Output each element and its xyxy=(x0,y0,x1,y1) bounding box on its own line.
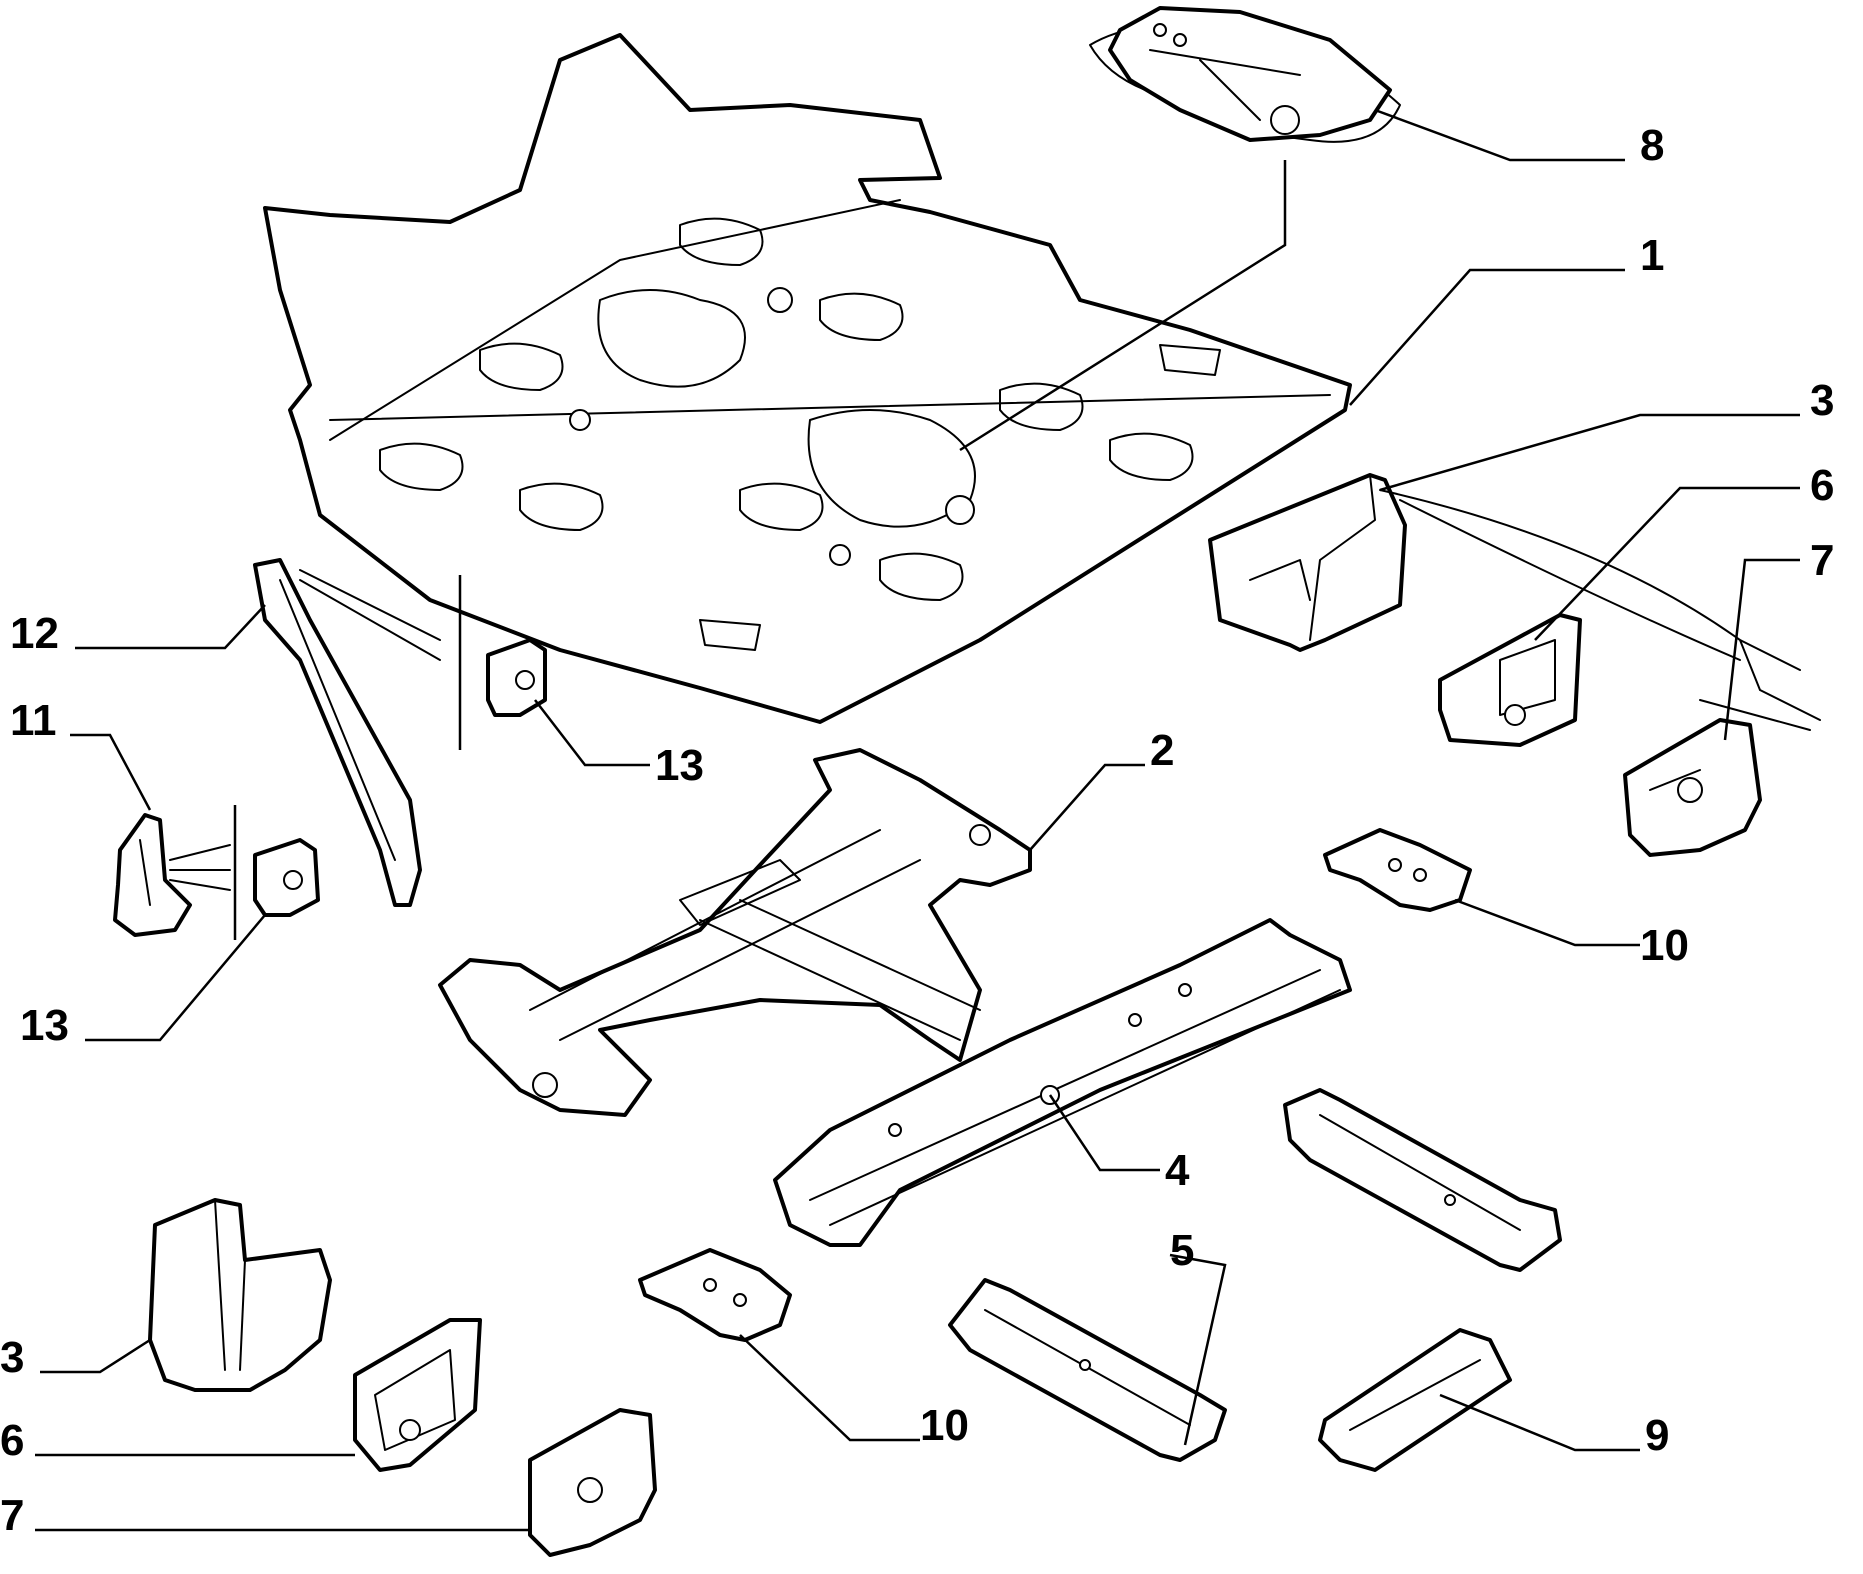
leader-10-right xyxy=(1454,898,1640,947)
callout-3-left: 3 xyxy=(0,1333,24,1382)
callout-3-right: 3 xyxy=(1810,376,1834,425)
part-5-crossbar-upper xyxy=(1283,1088,1562,1272)
part-2-crossmember-assembly xyxy=(438,748,1032,1117)
callout-8: 8 xyxy=(1640,121,1664,170)
part-10-bracket-right xyxy=(1323,828,1472,912)
leader-1 xyxy=(1349,268,1625,406)
callout-labels: 1 8 3 6 7 12 11 13 2 13 10 4 5 3 10 9 6 … xyxy=(0,121,1834,1540)
leader-7-right xyxy=(1723,558,1800,741)
part-9-bracket xyxy=(1318,1328,1512,1472)
callout-12: 12 xyxy=(10,609,59,658)
callout-7-right: 7 xyxy=(1810,536,1834,585)
callout-10-right: 10 xyxy=(1640,921,1689,970)
leader-6-right xyxy=(1534,486,1800,641)
callout-11: 11 xyxy=(10,696,57,745)
callout-7-left: 7 xyxy=(0,1491,24,1540)
leader-8 xyxy=(1374,108,1625,162)
part-12-strut xyxy=(253,558,441,907)
leader-13-upper xyxy=(534,699,650,767)
part-13-clip-upper xyxy=(486,638,547,717)
part-3-side-bracket-right xyxy=(1208,473,1407,652)
leader-11 xyxy=(70,733,152,811)
leader-3-left xyxy=(40,1338,151,1374)
part-6-bracket-left xyxy=(353,1318,482,1472)
leader-8-to-panel xyxy=(959,160,1287,452)
callout-10-lower: 10 xyxy=(920,1401,969,1450)
leader-3-right xyxy=(1379,413,1800,492)
frame-outline-lines xyxy=(1379,489,1821,731)
callout-6-left: 6 xyxy=(0,1416,24,1465)
callout-13-upper: 13 xyxy=(655,741,704,790)
leader-lines xyxy=(35,108,1800,1532)
part-5-crossbar-lower xyxy=(948,1278,1227,1462)
leader-12 xyxy=(75,604,266,650)
part-13-clip-lower xyxy=(253,838,320,917)
part-3-side-bracket-left xyxy=(148,1198,332,1392)
callout-6-right: 6 xyxy=(1810,461,1834,510)
callout-13-lower: 13 xyxy=(20,1001,69,1050)
callout-2: 2 xyxy=(1150,726,1174,775)
leader-4 xyxy=(1048,1094,1160,1172)
part-1-floor-panel xyxy=(263,24,1401,724)
part-8-plate xyxy=(1108,6,1392,142)
part-6-bracket-right xyxy=(1438,613,1582,747)
part-11-gusset xyxy=(113,813,231,937)
leader-2 xyxy=(1029,763,1145,851)
callout-9: 9 xyxy=(1645,1411,1669,1460)
leader-9 xyxy=(1439,1393,1640,1452)
leader-13-lower xyxy=(85,914,266,1042)
callout-5: 5 xyxy=(1170,1226,1194,1275)
callout-1: 1 xyxy=(1640,231,1664,280)
callout-4: 4 xyxy=(1165,1146,1190,1195)
part-7-plate-left xyxy=(528,1408,657,1557)
leader-5 xyxy=(1169,1253,1227,1446)
leader-10-lower xyxy=(739,1334,920,1442)
part-7-plate-right xyxy=(1623,718,1762,857)
part-10-bracket-lower xyxy=(638,1248,792,1342)
